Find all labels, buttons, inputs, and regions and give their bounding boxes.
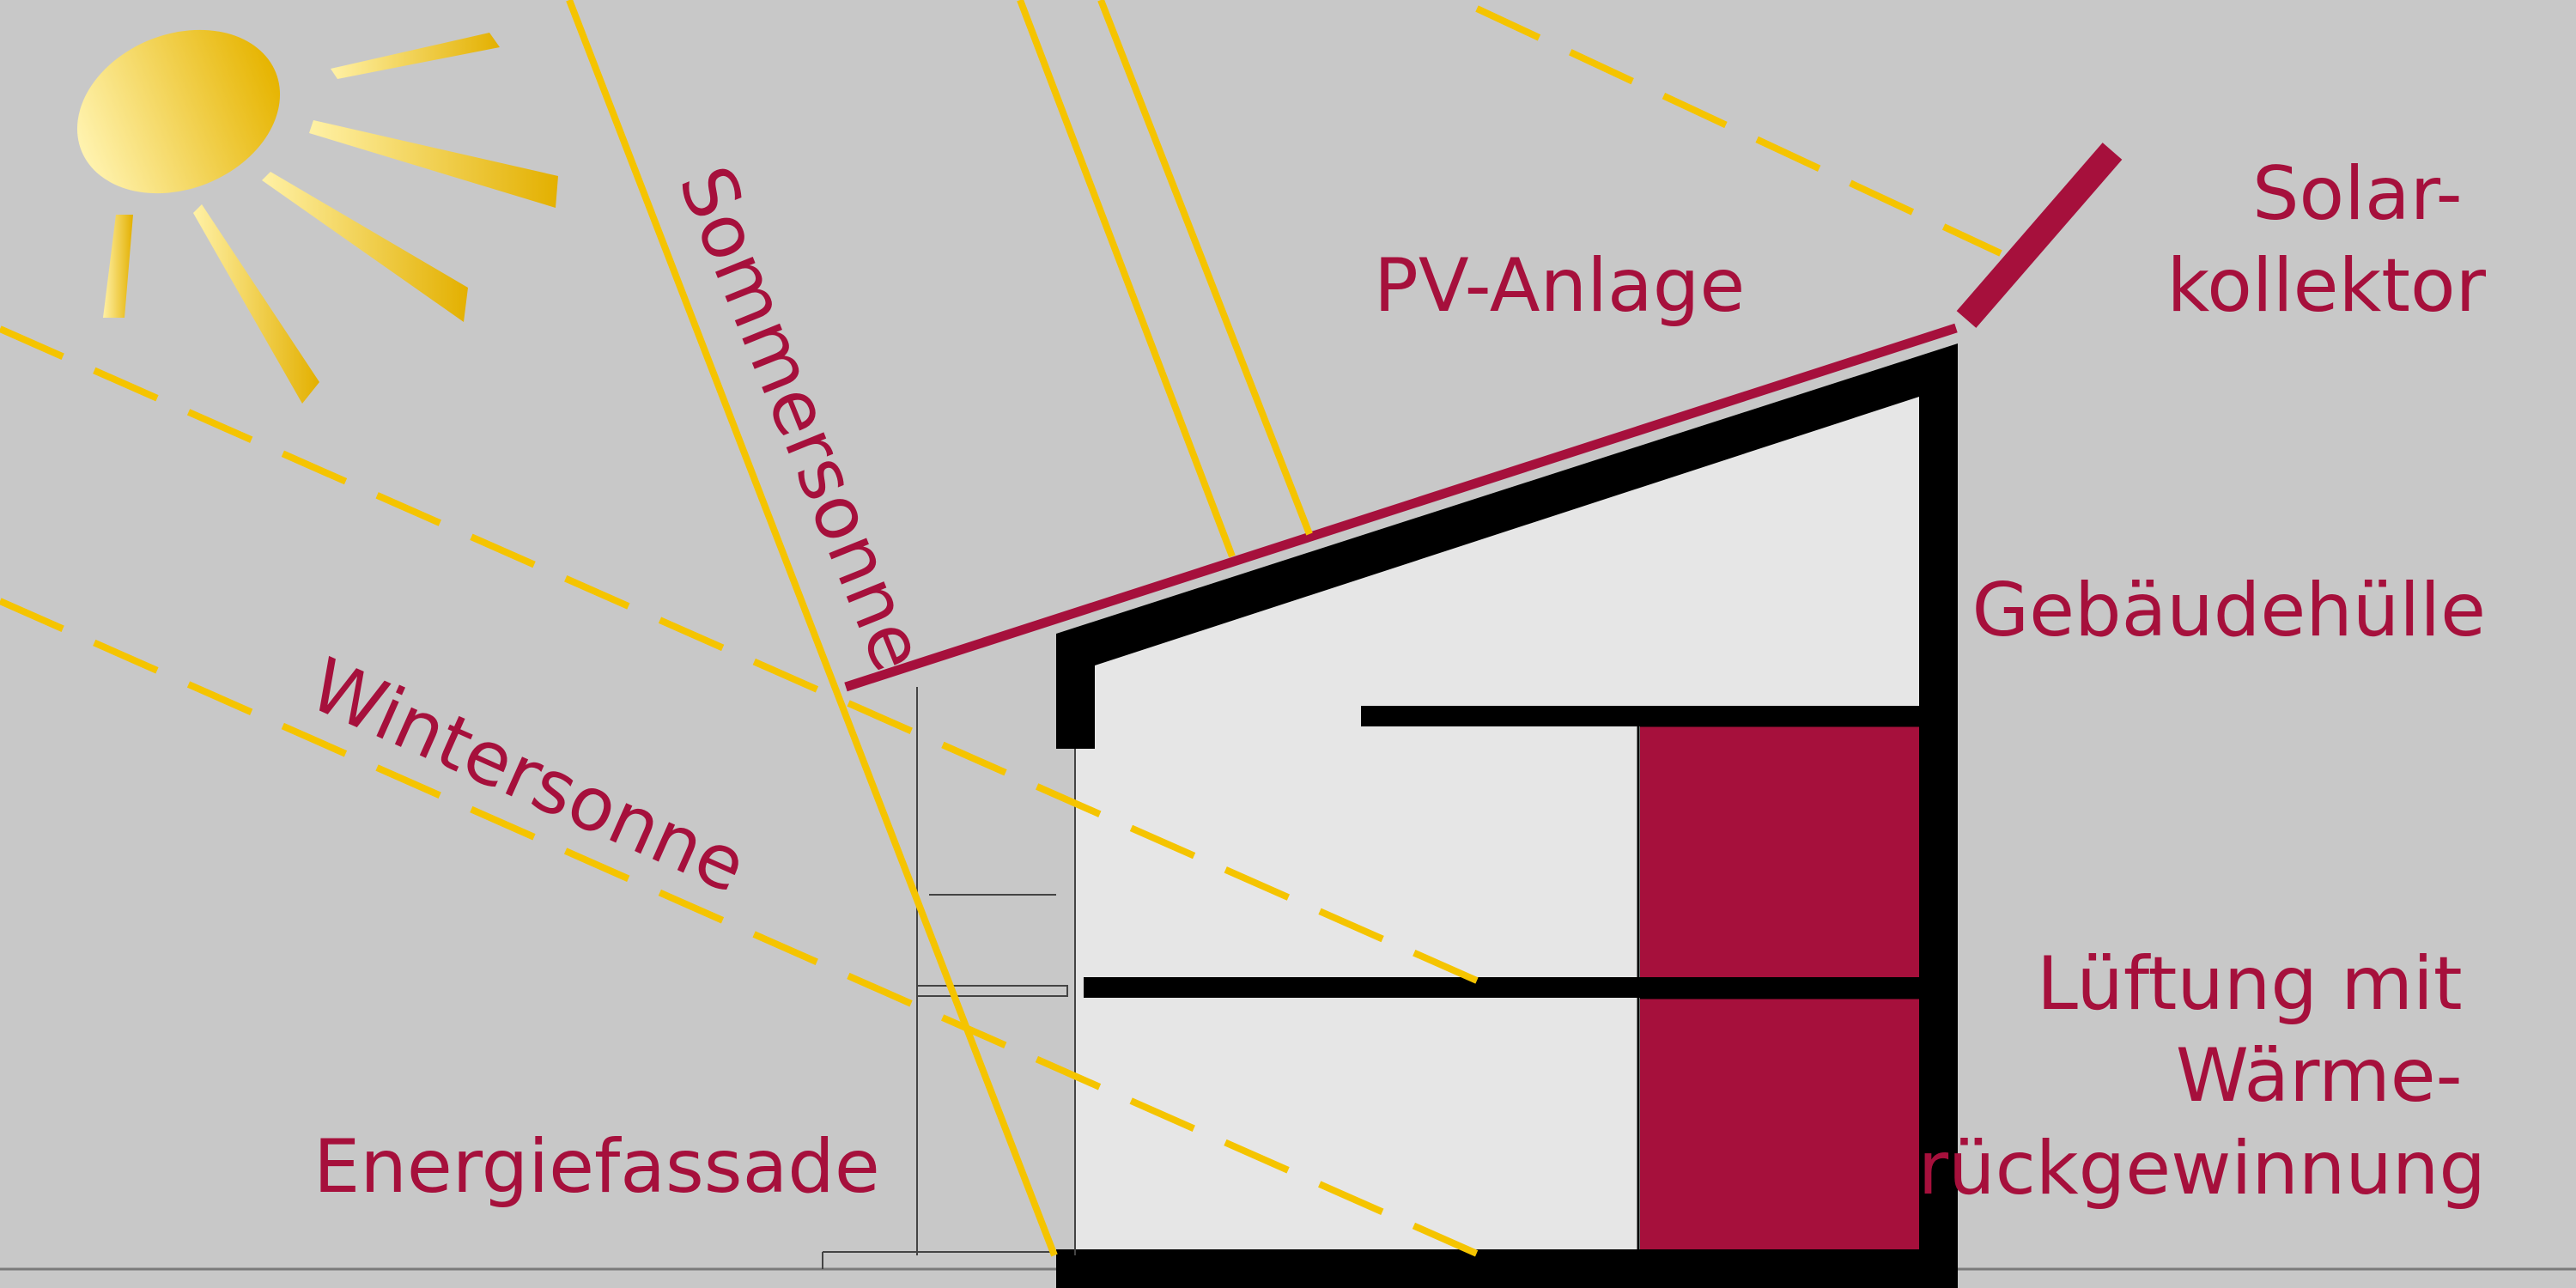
upper-floor-slab bbox=[1361, 706, 1919, 726]
sun-icon bbox=[76, 29, 558, 404]
middle-floor-slab bbox=[1084, 977, 1919, 998]
winter-sun-rays bbox=[0, 5, 2002, 1257]
building-envelope-label: Gebäudehülle bbox=[1971, 568, 2486, 653]
solar-collector bbox=[1956, 143, 2123, 328]
energy-facade-label: Energiefassade bbox=[313, 1124, 880, 1210]
energy-facade-frame bbox=[822, 687, 1076, 1269]
summer-sun-rays bbox=[566, 0, 1313, 1257]
pv-panel bbox=[844, 323, 1958, 692]
ventilation-label: Lüftung mit Wärme- rückgewinnung bbox=[1918, 941, 2486, 1212]
solar-collector-label: Solar- kollektor bbox=[2166, 151, 2486, 329]
pv-system-label: PV-Anlage bbox=[1374, 243, 1745, 329]
building-envelope bbox=[1056, 343, 1958, 1288]
